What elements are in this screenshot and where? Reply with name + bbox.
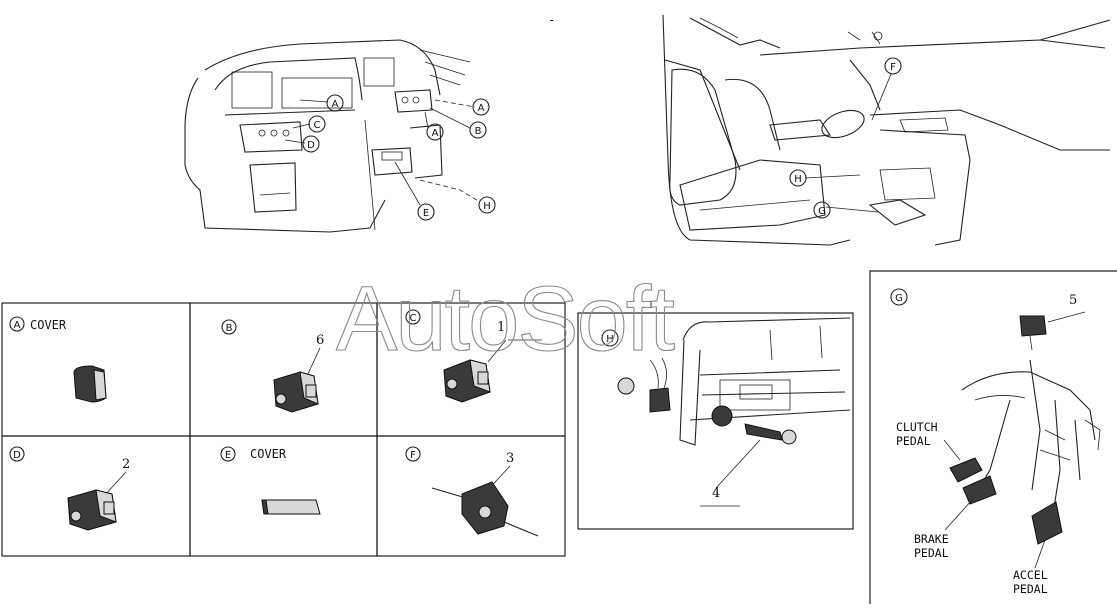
svg-text:H: H (794, 174, 802, 185)
panel-g-id: G (895, 293, 903, 304)
part-number-2: 2 (122, 457, 130, 472)
stray-dash-mark: - (548, 13, 555, 27)
part-number-6: 6 (316, 333, 324, 348)
panel-a-id: A (14, 320, 21, 331)
part-number-1: 1 (497, 320, 505, 335)
cab-interior-drawing (662, 14, 1111, 246)
panel-b-id: B (226, 323, 233, 334)
cover-part-a (73, 365, 107, 403)
callout-h-dash: H (478, 196, 496, 214)
callout-a-dash-1: A (326, 94, 344, 112)
cover-part-e (261, 499, 321, 515)
brake-pedal-label-line1: BRAKE (914, 532, 949, 546)
panel-e-title: COVER (250, 447, 287, 461)
part-number-5: 5 (1069, 293, 1077, 308)
panel-g: G 5 CLUTCH PEDAL BRAKE PEDAL ACCEL PEDAL (890, 288, 1101, 596)
panel-grid (1, 270, 1117, 604)
svg-text:A: A (332, 99, 339, 110)
combination-switch-part-3 (431, 481, 539, 537)
svg-text:B: B (475, 126, 482, 137)
panel-h: H 4 (601, 317, 851, 507)
callout-e-dash: E (417, 203, 435, 221)
panel-e-id: E (225, 450, 231, 461)
cab-callouts: F H G (789, 57, 902, 219)
callout-f-cab: F (884, 57, 902, 75)
dashboard-callouts: A C D A A B E H - (302, 13, 555, 221)
svg-text:C: C (314, 120, 321, 131)
svg-text:E: E (423, 208, 429, 219)
callout-g-cab: G (813, 201, 831, 219)
panel-h-id: H (606, 334, 614, 345)
clutch-pedal-label-line2: PEDAL (896, 434, 931, 448)
callout-c-dash: C (308, 115, 326, 133)
part-number-4: 4 (712, 486, 720, 501)
panel-b: B 6 (221, 319, 324, 413)
illumination-bulb-part (617, 357, 671, 413)
panel-d: D 2 (9, 446, 130, 531)
clutch-pedal-label-line1: CLUTCH (896, 420, 938, 434)
panel-d-id: D (13, 450, 21, 461)
panel-a: A COVER (9, 316, 107, 403)
panel-f: F 3 (405, 446, 539, 537)
accel-pedal-label-line1: ACCEL (1013, 568, 1048, 582)
brake-pedal-label-line2: PEDAL (914, 546, 949, 560)
switch-part-1 (443, 359, 491, 403)
callout-b-dash: B (469, 121, 487, 139)
callout-h-cab: H (789, 169, 807, 187)
panel-e: E COVER (220, 446, 321, 515)
accel-pedal-label-line2: PEDAL (1013, 582, 1048, 596)
switch-part-6 (273, 371, 319, 413)
dashboard-overview-drawing (184, 39, 481, 233)
panel-f-id: F (410, 450, 416, 461)
pedal-assembly-drawing (949, 359, 1101, 545)
svg-text:A: A (432, 128, 439, 139)
svg-text:H: H (483, 201, 491, 212)
svg-text:D: D (307, 140, 315, 151)
ignition-cylinder-part (711, 405, 797, 445)
callout-d-dash: D (302, 135, 320, 153)
switch-part-2 (67, 489, 117, 531)
svg-text:G: G (818, 206, 826, 217)
watermark: AutoSoft (336, 268, 674, 370)
pedal-switch-part-5 (1019, 315, 1047, 351)
svg-text:F: F (890, 62, 896, 73)
panel-c: C 1 (405, 309, 542, 403)
callout-a-dash-2: A (472, 98, 490, 116)
panel-a-title: COVER (30, 318, 67, 332)
callout-a-dash-3: A (426, 123, 444, 141)
panel-c-id: C (410, 313, 417, 324)
part-number-3: 3 (506, 451, 514, 466)
svg-text:A: A (478, 103, 485, 114)
